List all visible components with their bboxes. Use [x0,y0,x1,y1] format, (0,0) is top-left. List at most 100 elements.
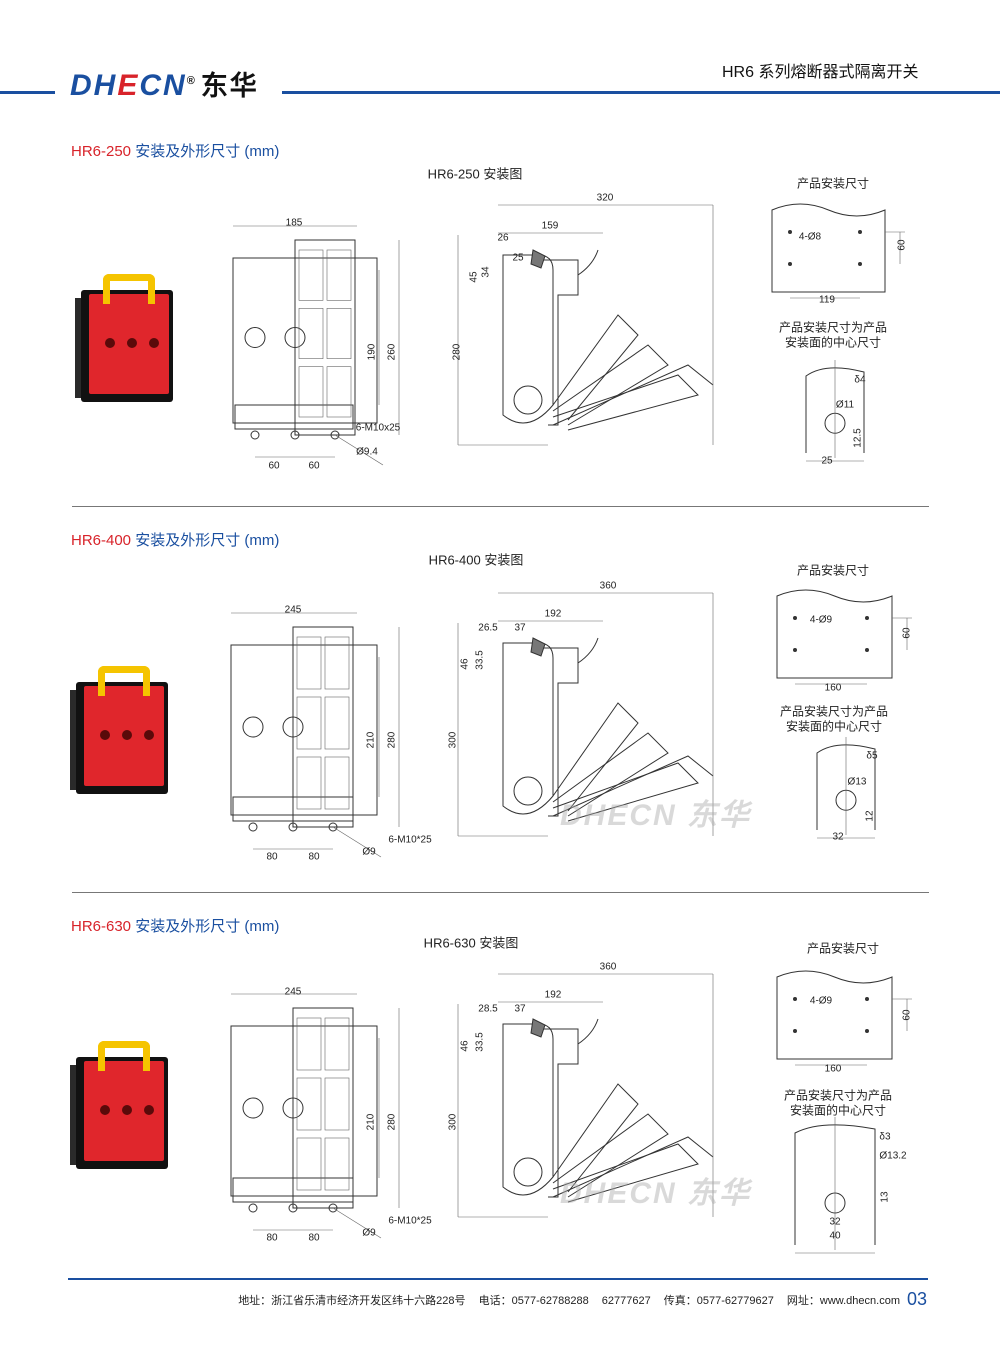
install-hole-diagram [771,203,905,299]
dim-side-v1: 45 [468,271,480,283]
install-hole-diagram [776,589,912,685]
watermark-logo: DHECN 东华 [560,799,752,832]
install-note1: 产品安装尺寸为产品 [778,320,888,335]
section-title: HR6-630 安装及外形尺寸 (mm) [71,915,279,936]
side-view-drawing [457,592,714,837]
install-holes: 4-Ø9 [809,995,833,1007]
dim-side-total: 360 [599,580,617,592]
handle [103,274,155,304]
section-title-text: 安装及外形尺寸 (mm) [135,918,280,935]
dim-side-d2: 26 [497,232,509,244]
terminal-hole-diagram [816,737,876,839]
handle [98,1041,150,1071]
install-width: 160 [824,682,842,694]
drawing-title: HR6-250 安装图 [427,166,523,182]
install-width: 119 [819,294,835,306]
install-v: 12 [864,810,876,822]
dim-front-h2: 260 [386,343,398,361]
footer-fax: 传真：0577-62779627 [663,1295,774,1307]
side-view-drawing [457,973,714,1218]
install-title: 产品安装尺寸 [796,563,870,578]
header-line-right [282,91,1000,94]
side-view-drawing [457,204,714,446]
dim-side-total: 320 [596,192,614,204]
install-holes: 4-Ø9 [809,614,833,626]
product-photo [70,660,170,800]
dim-side-height: 300 [447,1113,459,1131]
dim-side-v1: 46 [459,1040,471,1052]
dim-side-height: 280 [451,343,463,361]
dim-front-bolt: 6-M10*25 [388,1215,432,1227]
terminal-hole-diagram [794,1117,876,1254]
dim-front-h1: 210 [365,1113,377,1131]
dim-front-b2: 80 [308,851,320,863]
front-view-drawing [230,993,400,1239]
install-dia: Ø11 [835,399,855,411]
dim-side-total: 360 [599,961,617,973]
dim-side-d1: 192 [544,608,562,620]
model-name: HR6-400 [71,532,132,549]
install-dia: Ø13.2 [879,1150,907,1162]
product-photo [70,1035,170,1175]
dim-front-h1: 210 [365,731,377,749]
install-w1: 32 [832,831,844,843]
install-v: 13 [879,1191,891,1203]
install-title: 产品安装尺寸 [796,176,870,191]
dim-front-b1: 80 [266,1232,278,1244]
install-title: 产品安装尺寸 [806,941,880,956]
dim-side-d3: 37 [514,1003,526,1015]
dim-side-v2: 33.5 [474,1032,486,1052]
install-note2: 安装面的中心尺寸 [784,335,882,350]
footer-website: 网址：www.dhecn.com [786,1295,900,1307]
install-w2: 40 [829,1230,841,1242]
dim-front-b2: 60 [308,460,320,472]
dim-side-height: 300 [447,731,459,749]
dim-side-d2: 28.5 [478,1003,498,1015]
dim-front-b2: 80 [308,1232,320,1244]
install-thick: δ5 [866,750,878,762]
dim-front-h2: 280 [386,1113,398,1131]
dim-side-d3: 25 [512,252,524,264]
dim-front-bolt: 6-M10x25 [355,422,401,434]
dim-front-hole: Ø9 [362,846,376,858]
footer-contact: 地址：浙江省乐清市经济开发区纬十六路228号 电话：0577-62788288 … [228,1292,900,1308]
dim-front-h1: 190 [366,343,378,361]
install-dia: Ø13 [847,776,867,788]
dim-front-b1: 80 [266,851,278,863]
product-photo [75,268,175,408]
model-name: HR6-250 [71,143,132,160]
page-number: 03 [907,1289,928,1309]
drawing-title: HR6-630 安装图 [423,935,519,951]
install-width: 160 [824,1063,842,1075]
dim-side-v2: 34 [480,266,492,278]
dim-side-d2: 26.5 [478,622,498,634]
install-thick: δ4 [854,374,866,386]
section-title-text: 安装及外形尺寸 (mm) [135,532,280,549]
install-note2: 安装面的中心尺寸 [785,719,883,734]
section-title: HR6-400 安装及外形尺寸 (mm) [71,529,279,550]
dim-front-width: 245 [284,604,302,616]
footer-line [68,1278,928,1280]
install-w1: 25 [821,455,833,467]
install-v: 12.5 [852,428,864,448]
footer-address: 地址：浙江省乐清市经济开发区纬十六路228号 [238,1295,466,1307]
install-height: 60 [901,1009,913,1021]
install-hole-diagram [776,970,912,1066]
install-w1: 32 [829,1216,841,1228]
dim-side-d1: 159 [541,220,559,232]
footer-phone: 电话：0577-62788288 [478,1295,589,1307]
install-height: 60 [896,239,908,251]
dim-front-h2: 280 [386,731,398,749]
dim-side-v1: 46 [459,658,471,670]
dim-front-bolt: 6-M10*25 [388,834,432,846]
install-note2: 安装面的中心尺寸 [789,1103,887,1118]
watermark-logo: DHECN 东华 [560,1177,752,1210]
document-title: HR6 系列熔断器式隔离开关 [722,64,919,81]
install-note1: 产品安装尺寸为产品 [779,704,889,719]
dim-side-v2: 33.5 [474,650,486,670]
front-view-drawing [230,612,400,858]
section-title-text: 安装及外形尺寸 (mm) [135,143,280,160]
dim-front-width: 245 [284,986,302,998]
dim-front-width: 185 [285,217,303,229]
